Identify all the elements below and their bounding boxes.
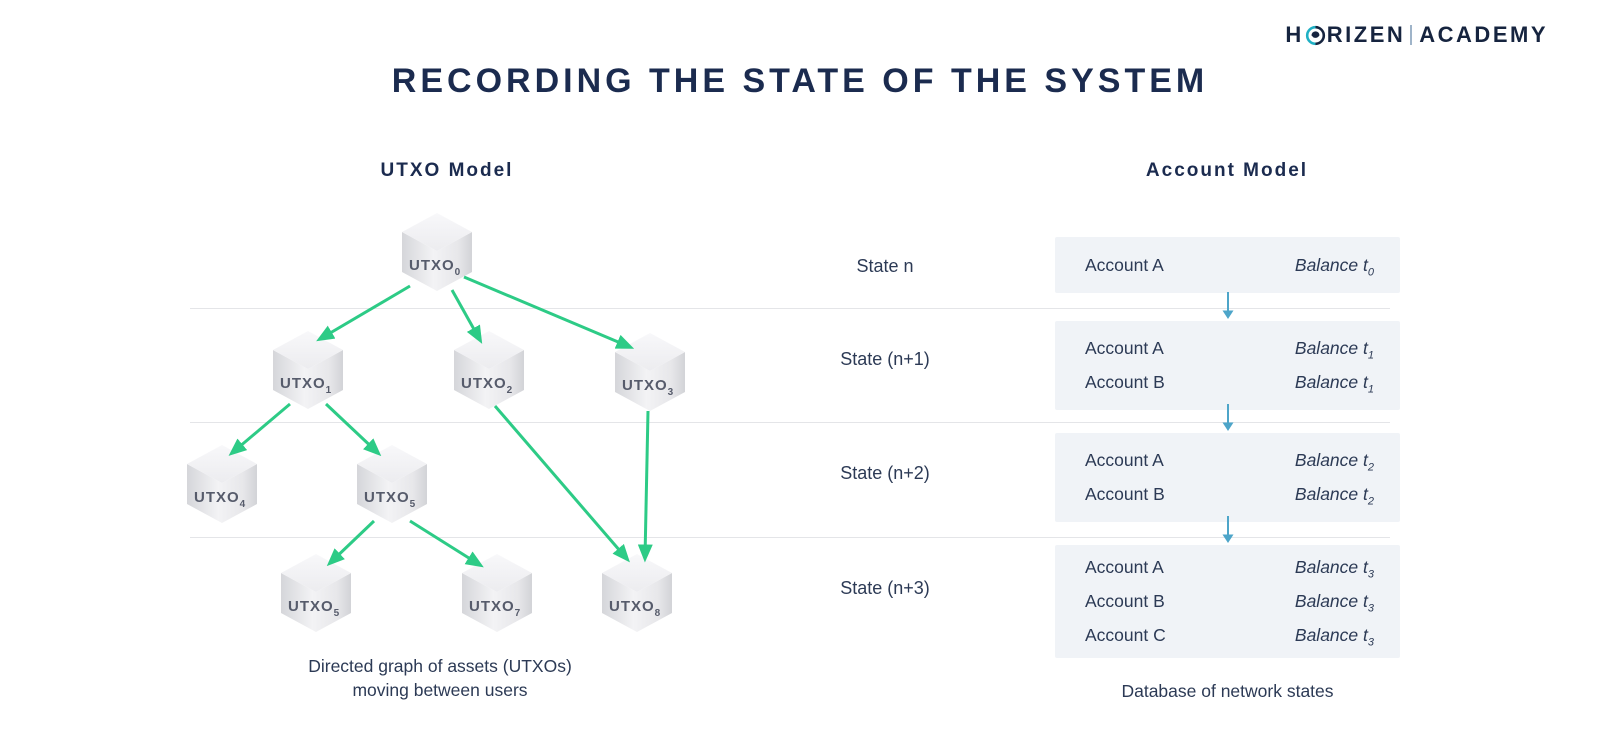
utxo-node-5: UTXO5 (357, 445, 427, 523)
utxo-edge-arrow (409, 519, 484, 568)
horizen-o-icon (1305, 25, 1326, 46)
account-row: Account A Balance t1 (1055, 332, 1400, 366)
utxo-node-label: UTXO1 (280, 375, 332, 396)
utxo-edge-arrow (228, 402, 291, 456)
logo-text-rizen: RIZEN (1326, 22, 1406, 47)
utxo-node-4: UTXO4 (187, 445, 257, 523)
account-state-card-2: Account A Balance t2 Account B Balance t… (1055, 433, 1400, 522)
utxo-caption-line1: Directed graph of assets (UTXOs) (308, 656, 572, 676)
account-balance: Balance t3 (1294, 624, 1374, 649)
page-title: RECORDING THE STATE OF THE SYSTEM (391, 62, 1209, 100)
state-transition-arrow (1220, 404, 1236, 437)
account-state-card-1: Account A Balance t1 Account B Balance t… (1055, 321, 1400, 410)
utxo-node-label: UTXO4 (194, 489, 246, 510)
utxo-edge-arrow (326, 519, 376, 567)
account-row: Account B Balance t2 (1055, 478, 1400, 512)
utxo-model-caption: Directed graph of assets (UTXOs) moving … (240, 655, 640, 702)
utxo-node-label: UTXO7 (469, 598, 521, 619)
account-name: Account B (1085, 372, 1165, 392)
utxo-node-5: UTXO5 (281, 554, 351, 632)
utxo-node-label: UTXO0 (409, 257, 461, 278)
logo-text-h: H (1285, 22, 1304, 47)
utxo-node-label: UTXO3 (622, 377, 674, 398)
utxo-model-heading: UTXO Model (380, 160, 514, 181)
logo-separator (1410, 25, 1413, 45)
account-balance: Balance t3 (1294, 591, 1374, 615)
utxo-edge-arrow (463, 275, 635, 349)
utxo-node-0: UTXO0 (402, 213, 472, 291)
account-state-card-3: Account A Balance t3 Account B Balance t… (1055, 545, 1400, 658)
utxo-node-3: UTXO3 (615, 333, 685, 411)
account-row: Account A Balance t3 (1055, 551, 1400, 585)
account-balance: Balance t3 (1294, 557, 1374, 581)
account-balance: Balance t2 (1294, 484, 1374, 508)
utxo-node-label: UTXO8 (609, 598, 661, 619)
account-name: Account A (1085, 338, 1164, 358)
utxo-edge-arrow (450, 289, 483, 344)
account-name: Account A (1085, 450, 1164, 470)
account-name: Account A (1085, 254, 1164, 275)
account-balance: Balance t1 (1294, 372, 1374, 396)
account-row: Account B Balance t3 (1055, 585, 1400, 619)
utxo-edge-arrow (324, 402, 382, 457)
utxo-node-1: UTXO1 (273, 331, 343, 409)
state-label-n3: State (n+3) (840, 578, 930, 598)
utxo-node-label: UTXO2 (461, 375, 513, 396)
account-balance: Balance t2 (1294, 450, 1374, 474)
account-row: Account C Balance t3 (1055, 618, 1400, 652)
account-row: Account A Balance t2 (1055, 444, 1400, 478)
utxo-node-7: UTXO7 (462, 554, 532, 632)
row-separator-line (190, 308, 1390, 309)
utxo-node-label: UTXO5 (364, 489, 416, 510)
utxo-node-2: UTXO2 (454, 331, 524, 409)
account-state-card-0: Account A Balance t0 (1055, 237, 1400, 293)
state-label-n2: State (n+2) (840, 463, 930, 483)
utxo-node-8: UTXO8 (602, 554, 672, 632)
utxo-caption-line2: moving between users (352, 679, 528, 700)
account-name: Account C (1085, 624, 1166, 645)
state-label-n1: State (n+1) (840, 349, 930, 369)
account-model-heading: Account Model (1145, 160, 1309, 181)
state-transition-arrow (1220, 516, 1236, 549)
account-row: Account A Balance t0 (1055, 248, 1400, 282)
horizen-academy-logo: H RIZEN ACADEMY (1285, 22, 1548, 48)
utxo-edge-arrow (637, 410, 653, 563)
utxo-edge-arrow (316, 284, 411, 342)
row-separator-line (190, 537, 1390, 538)
logo-text-academy: ACADEMY (1419, 22, 1548, 47)
state-transition-arrow (1220, 292, 1236, 325)
account-balance: Balance t1 (1294, 338, 1374, 362)
utxo-node-label: UTXO5 (288, 598, 340, 619)
state-label-n: State n (856, 256, 914, 276)
account-model-caption: Database of network states (1121, 681, 1334, 701)
account-name: Account B (1085, 484, 1165, 504)
account-name: Account B (1085, 591, 1165, 611)
row-separator-line (190, 422, 1390, 423)
account-name: Account A (1085, 557, 1164, 578)
account-row: Account B Balance t1 (1055, 366, 1400, 400)
account-balance: Balance t0 (1294, 254, 1374, 278)
